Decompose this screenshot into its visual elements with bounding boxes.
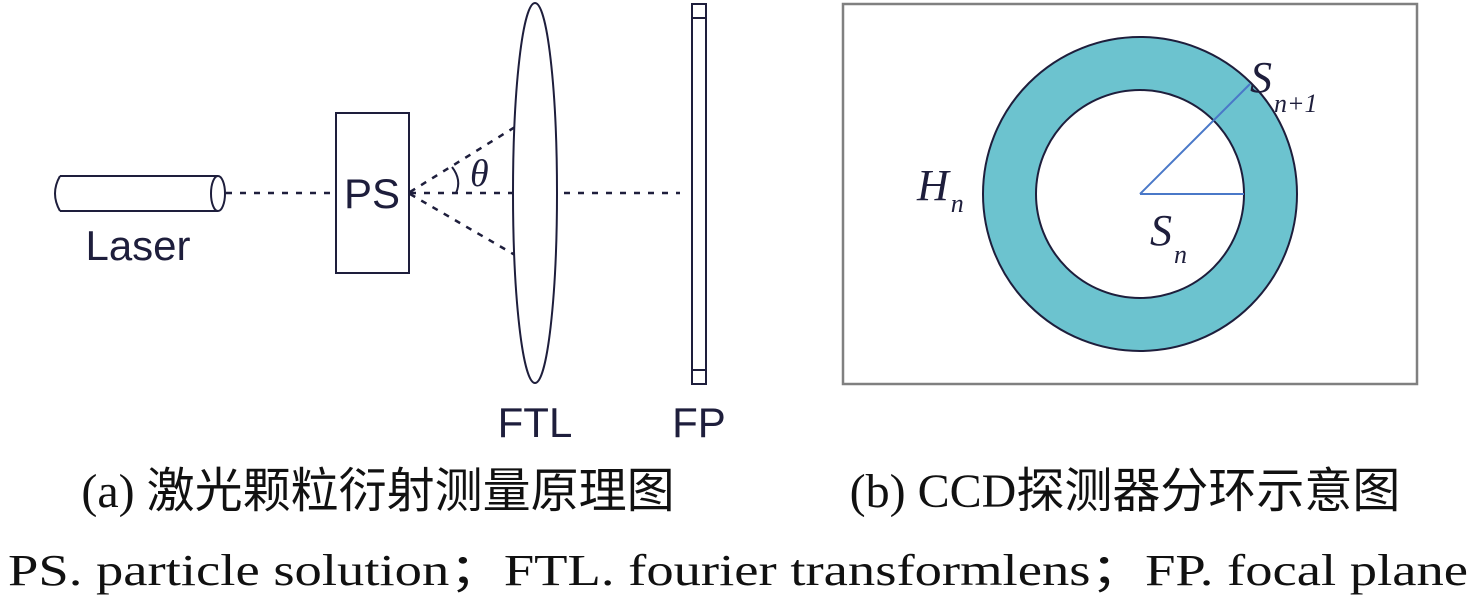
angle-label: θ — [470, 153, 489, 195]
caption-b: (b) CCD探测器分环示意图 — [850, 465, 1401, 518]
laser-icon — [54, 175, 226, 212]
h-label: Hn — [916, 161, 964, 218]
scatter-ray-lower — [409, 192, 516, 257]
ftl-label: FTL — [498, 399, 573, 446]
s-inner-label: Sn — [1150, 206, 1187, 269]
fp-label: FP — [672, 399, 726, 446]
panel-b-diagram: Hn Sn+1 Sn — [841, 2, 1419, 386]
footnote: PS. particle solution；FTL. fourier trans… — [8, 546, 1468, 595]
angle-arc — [451, 166, 460, 194]
scatter-ray-upper — [409, 125, 516, 194]
fourier-lens — [512, 2, 558, 384]
particle-solution-box — [335, 112, 410, 274]
caption-a: (a) 激光颗粒衍射测量原理图 — [81, 465, 674, 518]
focal-plane — [691, 3, 707, 385]
panel-a-diagram: Laser PS θ FTL FP — [54, 2, 726, 446]
laser-label: Laser — [85, 222, 190, 269]
radius-outer — [1139, 83, 1251, 195]
ps-label: PS — [344, 170, 400, 217]
s-outer-label: Sn+1 — [1250, 53, 1318, 118]
